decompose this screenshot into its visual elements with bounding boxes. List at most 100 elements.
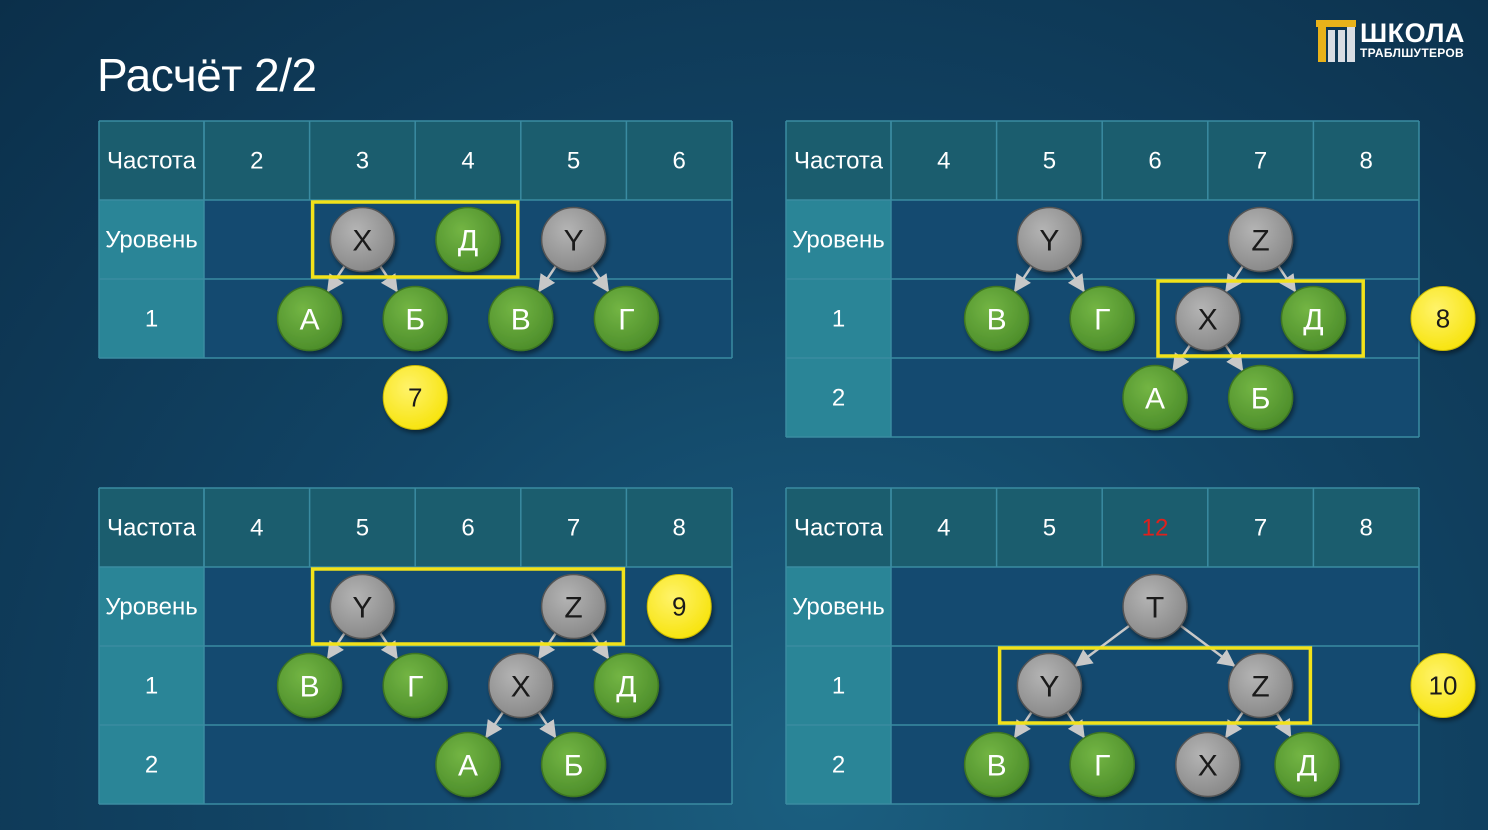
node-label: X — [1198, 304, 1218, 337]
merge-highlight — [310, 567, 626, 646]
row-label: 2 — [832, 385, 845, 412]
frequency-cell: 7 — [567, 515, 580, 542]
node-label: Y — [352, 592, 372, 625]
leaf-node — [276, 285, 343, 352]
frequency-cell: 12 — [1142, 515, 1169, 542]
node-label: В — [511, 304, 531, 337]
node-label: X — [1198, 750, 1218, 783]
row-label: Уровень — [105, 227, 197, 254]
logo-text-main: ШКОЛА — [1360, 18, 1465, 48]
sum-badge-label: 9 — [672, 592, 686, 622]
tree-edge — [485, 709, 506, 739]
leaf-node — [1227, 364, 1294, 431]
frequency-cell: 8 — [1360, 148, 1373, 175]
row-label: Частота — [107, 515, 197, 542]
node-label: Г — [407, 671, 423, 704]
node-label: Д — [458, 225, 478, 258]
node-label: В — [300, 671, 320, 704]
node-label: Д — [1297, 750, 1317, 783]
frequency-cell: 7 — [1254, 148, 1267, 175]
frequency-cell: 5 — [356, 515, 369, 542]
frequency-cell: 5 — [1043, 515, 1056, 542]
frequency-cell: 7 — [1254, 515, 1267, 542]
label-column — [786, 200, 891, 437]
leaf-node — [435, 731, 501, 798]
label-column — [99, 567, 204, 804]
frequency-cell: 4 — [937, 148, 950, 175]
merge-highlight — [1156, 279, 1365, 358]
leaf-node — [276, 652, 343, 719]
row-label: Уровень — [792, 227, 884, 254]
frequency-cell: 4 — [461, 148, 474, 175]
leaf-node — [488, 285, 554, 352]
node-label: А — [300, 304, 320, 337]
tree-edge — [1178, 623, 1236, 667]
node-label: Г — [1094, 750, 1110, 783]
leaf-node — [593, 285, 660, 352]
internal-node — [1122, 573, 1188, 640]
leaf-node — [1069, 285, 1135, 352]
frequency-cell: 4 — [937, 515, 950, 542]
merge-highlight — [310, 200, 520, 279]
row-label: 1 — [832, 306, 845, 333]
node-label: X — [511, 671, 531, 704]
leaf-node — [1069, 731, 1135, 798]
node-label: В — [987, 304, 1007, 337]
page-title: Расчёт 2/2 — [97, 49, 317, 101]
frequency-cell: 6 — [1148, 148, 1161, 175]
node-label: Z — [1251, 671, 1269, 704]
node-label: А — [458, 750, 478, 783]
leaf-node — [382, 285, 448, 352]
leaf-node — [963, 731, 1030, 798]
frequency-cell: 4 — [250, 515, 263, 542]
logo: ШКОЛА ТРАБЛШУТЕРОВ — [1316, 18, 1476, 64]
leaf-node — [593, 652, 660, 719]
logo-text-sub: ТРАБЛШУТЕРОВ — [1360, 46, 1464, 60]
tree-edge — [1074, 623, 1132, 667]
node-label: В — [987, 750, 1007, 783]
frequency-cell: 8 — [673, 515, 686, 542]
sum-badge — [1410, 286, 1476, 351]
row-label: Уровень — [105, 594, 197, 621]
frequency-cell: 2 — [250, 148, 263, 175]
node-label: Y — [1039, 671, 1059, 704]
label-column — [786, 567, 891, 804]
leaf-node — [1122, 364, 1188, 431]
tree-edge — [589, 263, 610, 293]
sum-badge-label: 7 — [408, 383, 422, 413]
internal-node — [1175, 285, 1241, 352]
frequency-cell: 6 — [461, 515, 474, 542]
node-label: X — [352, 225, 372, 258]
internal-node — [1016, 652, 1083, 719]
row-label: Частота — [794, 148, 884, 175]
frequency-cell: 3 — [356, 148, 369, 175]
row-label: 1 — [145, 673, 158, 700]
row-label: Уровень — [792, 594, 884, 621]
leaf-node — [1274, 731, 1340, 798]
internal-node — [1175, 731, 1241, 798]
node-label: Д — [616, 671, 636, 704]
tree-edge — [1065, 263, 1085, 293]
node-label: T — [1146, 592, 1164, 625]
leaf-node — [1280, 285, 1347, 352]
internal-node — [540, 573, 607, 640]
leaf-node — [540, 731, 607, 798]
tree-edge — [1225, 263, 1245, 293]
internal-node — [540, 206, 607, 273]
row-label: 2 — [832, 752, 845, 779]
node-label: Б — [405, 304, 425, 337]
internal-node — [329, 573, 396, 640]
frequency-cell: 6 — [673, 148, 686, 175]
node-label: Б — [1251, 383, 1271, 416]
node-label: А — [1145, 383, 1165, 416]
internal-node — [1016, 206, 1083, 273]
internal-node — [329, 206, 396, 273]
node-label: Г — [618, 304, 634, 337]
node-label: Y — [1039, 225, 1059, 258]
row-label: 2 — [145, 752, 158, 779]
